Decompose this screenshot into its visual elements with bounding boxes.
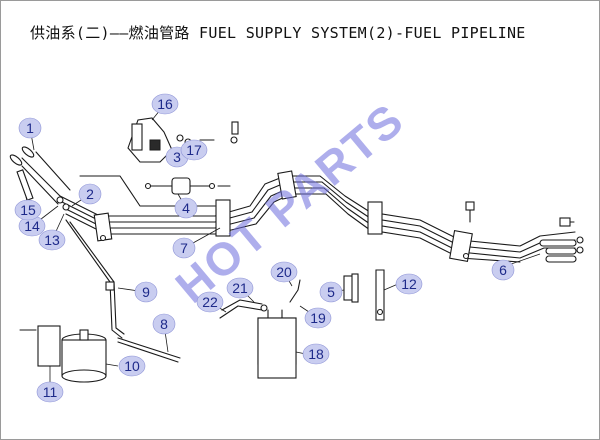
callout-18: 18 [302,343,330,365]
callout-label: 22 [202,294,218,310]
callout-4: 4 [174,197,198,219]
callout-20: 20 [270,261,298,283]
callout-label: 6 [499,262,507,278]
right-connectors [539,217,584,263]
canister-left [19,325,107,383]
callout-label: 13 [44,232,60,248]
callout-label: 2 [86,186,94,202]
small-brackets [343,269,385,321]
callout-6: 6 [491,259,515,281]
callout-19: 19 [304,307,332,329]
callout-label: 15 [20,202,36,218]
callout-label: 21 [232,280,248,296]
callout-15: 15 [14,199,42,221]
callout-label: 1 [26,120,34,136]
fuel-filter [144,177,231,195]
callout-14: 14 [18,215,46,237]
callout-1: 1 [18,117,42,139]
callout-label: 3 [173,149,181,165]
callout-5: 5 [319,281,343,303]
diagram-title: 供油系(二)——燃油管路 FUEL SUPPLY SYSTEM(2)-FUEL … [30,24,526,42]
canister-hose [65,219,125,339]
callout-10: 10 [118,355,146,377]
callout-21: 21 [226,277,254,299]
left-connectors [9,146,71,211]
callout-13: 13 [38,229,66,251]
callout-8: 8 [152,313,176,335]
callout-label: 18 [308,346,324,362]
callout-label: 20 [276,264,292,280]
callout-9: 9 [134,281,158,303]
callout-12: 12 [395,273,423,295]
charcoal-canister [219,279,301,379]
callout-label: 14 [24,218,40,234]
callout-label: 5 [327,284,335,300]
callout-2: 2 [78,183,102,205]
callout-7: 7 [172,237,196,259]
bracket-assembly [127,117,239,163]
callout-label: 11 [43,384,58,400]
long-pipe [117,337,181,363]
bolt-right [465,201,475,223]
callout-11: 11 [36,381,64,403]
callout-label: 16 [157,96,173,112]
callout-17: 17 [180,139,208,161]
callout-label: 19 [310,310,326,326]
callout-label: 7 [180,240,188,256]
callout-label: 4 [182,200,190,216]
callout-label: 10 [124,358,140,374]
callout-label: 9 [142,284,150,300]
callout-label: 8 [160,316,168,332]
callout-22: 22 [196,291,224,313]
callout-label: 12 [401,276,417,292]
callouts: 1 2 3 4 5 6 7 8 9 10 11 12 13 14 15 16 1… [14,93,515,403]
pipe-clamps [93,170,473,262]
callout-label: 17 [186,142,202,158]
callout-16: 16 [151,93,179,115]
